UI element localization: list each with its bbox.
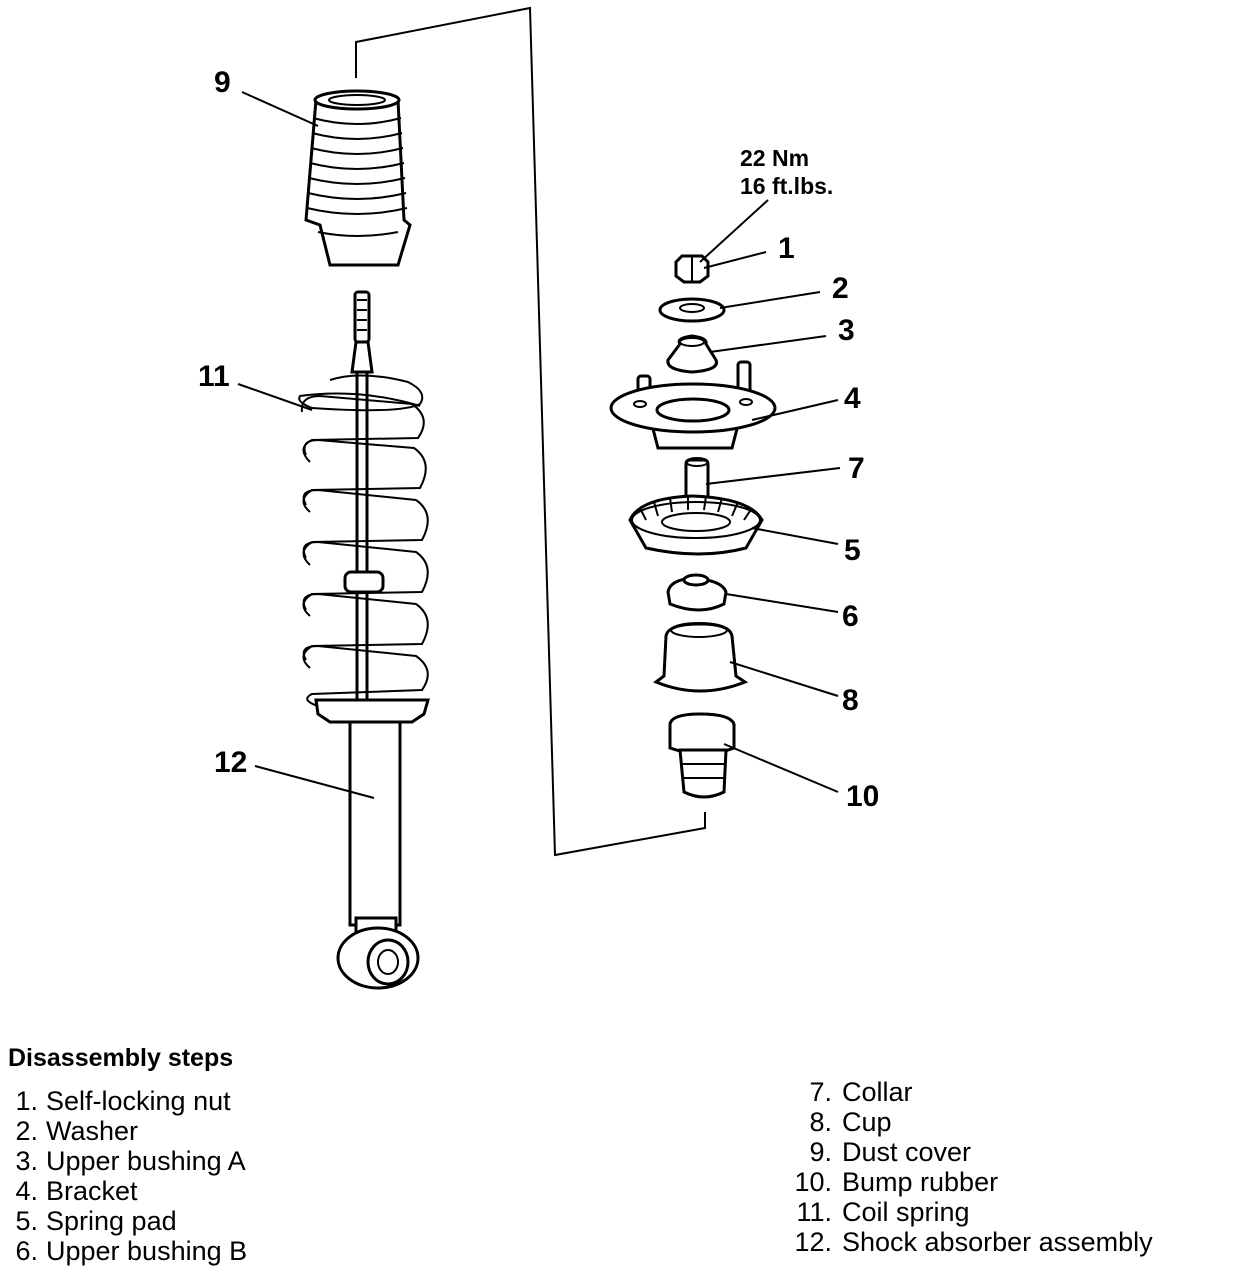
step-number: 3. <box>15 1146 38 1176</box>
step-item: 6. Upper bushing B <box>8 1236 247 1266</box>
cup-part <box>652 622 749 693</box>
callout-9: 9 <box>214 66 231 99</box>
washer-part <box>658 297 726 323</box>
callout-7: 7 <box>848 452 865 485</box>
torque-ftlbs: 16 ft.lbs. <box>740 173 833 199</box>
disassembly-heading: Disassembly steps <box>8 1044 234 1072</box>
step-number: 5. <box>15 1206 38 1236</box>
step-item: 1. Self-locking nut <box>8 1086 247 1116</box>
step-number: 9. <box>809 1137 832 1167</box>
step-item: 8. Cup <box>788 1107 1153 1137</box>
step-number: 2. <box>15 1116 38 1146</box>
step-number: 8. <box>809 1107 832 1137</box>
step-item: 4. Bracket <box>8 1176 247 1206</box>
step-label: Shock absorber assembly <box>842 1227 1153 1257</box>
coil-spring-part <box>298 374 430 724</box>
step-number: 12. <box>794 1227 832 1257</box>
step-number: 7. <box>809 1077 832 1107</box>
bracket-part <box>609 360 777 450</box>
step-number: 1. <box>15 1086 38 1116</box>
step-label: Bump rubber <box>842 1167 999 1197</box>
callout-1: 1 <box>778 232 795 265</box>
bump-rubber-part <box>668 712 736 799</box>
self-locking-nut-part <box>674 254 710 284</box>
step-label: Self-locking nut <box>46 1086 231 1116</box>
torque-nm: 22 Nm <box>740 145 809 171</box>
callout-8: 8 <box>842 684 859 717</box>
leader-lines <box>237 91 841 799</box>
step-item: 10. Bump rubber <box>788 1167 1153 1197</box>
step-label: Upper bushing B <box>46 1236 248 1266</box>
step-number: 10. <box>794 1167 832 1197</box>
step-label: Upper bushing A <box>46 1146 246 1176</box>
step-label: Cup <box>842 1107 892 1137</box>
step-number: 4. <box>15 1176 38 1206</box>
step-label: Washer <box>46 1116 139 1146</box>
step-number: 6. <box>15 1236 38 1266</box>
step-item: 5. Spring pad <box>8 1206 247 1236</box>
upper-bushing-a-part <box>666 334 718 374</box>
step-label: Coil spring <box>842 1197 970 1227</box>
callout-5: 5 <box>844 534 861 567</box>
step-item: 7. Collar <box>788 1077 1153 1107</box>
callout-6: 6 <box>842 600 859 633</box>
exploded-view-diagram: 9 11 12 22 Nm 16 ft.lbs. 1 2 3 4 7 5 6 8… <box>198 6 879 990</box>
spring-pad-part <box>628 494 764 556</box>
steps-list-right: 7. Collar 8. Cup 9. Dust cover 10. Bump rubb… <box>788 1077 1153 1257</box>
step-item: 2. Washer <box>8 1116 247 1146</box>
step-item: 9. Dust cover <box>788 1137 1153 1167</box>
step-label: Dust cover <box>842 1137 972 1167</box>
assembly-bracket-line <box>355 6 706 857</box>
step-item: 11. Coil spring <box>788 1197 1153 1227</box>
callout-2: 2 <box>832 272 849 305</box>
dust-cover-part <box>304 89 412 267</box>
step-label: Collar <box>842 1077 913 1107</box>
step-item: 12. Shock absorber assembly <box>788 1227 1153 1257</box>
shock-absorber-part <box>336 290 420 990</box>
step-label: Spring pad <box>46 1206 177 1236</box>
step-label: Bracket <box>46 1176 138 1206</box>
callout-11: 11 <box>198 360 230 393</box>
callout-10: 10 <box>846 780 879 813</box>
callout-12: 12 <box>214 746 247 779</box>
steps-list-left: 1. Self-locking nut 2. Washer 3. Upper bush… <box>8 1086 247 1266</box>
step-item: 3. Upper bushing A <box>8 1146 247 1176</box>
callout-3: 3 <box>838 314 855 347</box>
step-number: 11. <box>796 1197 832 1227</box>
callout-4: 4 <box>844 382 861 415</box>
upper-bushing-b-part <box>666 573 728 612</box>
